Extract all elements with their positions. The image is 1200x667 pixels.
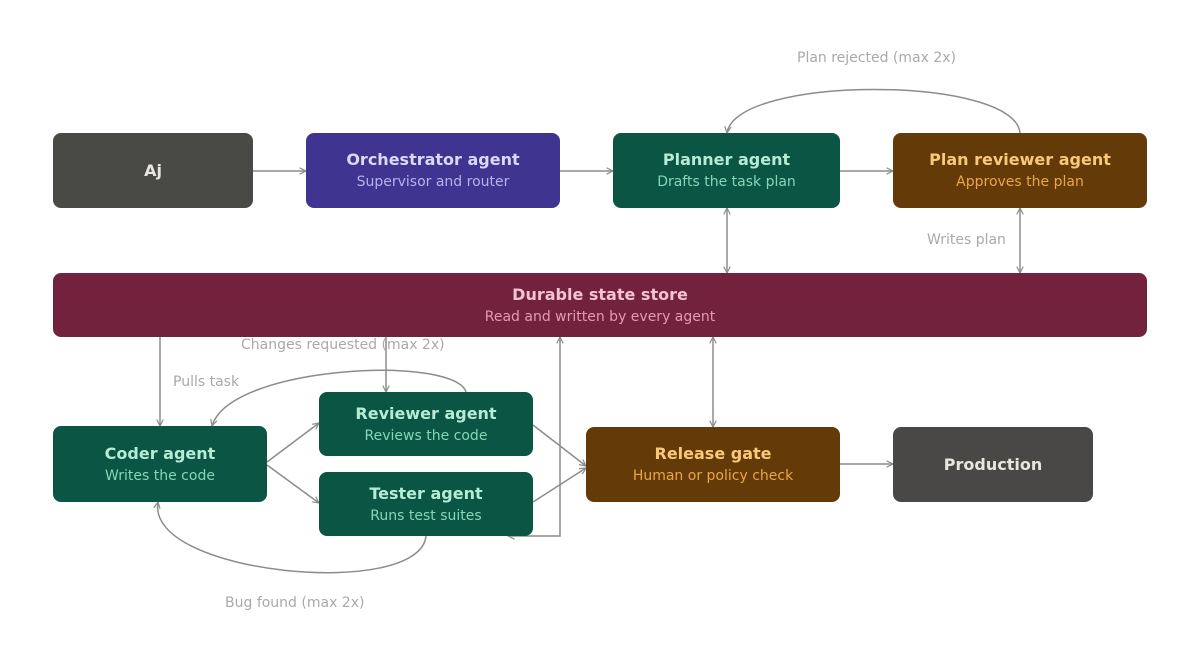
edge-label-bug-found: Bug found (max 2x) [225, 595, 365, 611]
node-plan-reviewer-title: Plan reviewer agent [929, 150, 1111, 169]
edge-label-writes-plan: Writes plan [927, 232, 1006, 248]
node-orchestrator-title: Orchestrator agent [346, 150, 520, 169]
node-plan-reviewer-subtitle: Approves the plan [956, 174, 1084, 190]
node-state-store-title: Durable state store [512, 284, 688, 304]
node-reviewer-subtitle: Reviews the code [364, 427, 488, 444]
node-user-title: Aj [144, 161, 162, 180]
node-release-gate-title: Release gate [654, 444, 772, 463]
node-plan-reviewer[interactable]: Plan reviewer agent Approves the plan [893, 133, 1147, 208]
node-planner-subtitle: Drafts the task plan [657, 174, 796, 190]
edge-changes-requested-loop [212, 369, 467, 426]
node-production[interactable]: Production [893, 427, 1093, 502]
node-coder-subtitle: Writes the code [105, 467, 215, 484]
node-orchestrator[interactable]: Orchestrator agent Supervisor and router [306, 133, 560, 208]
node-tester[interactable]: Tester agent Runs test suites [319, 472, 533, 536]
edge-label-pulls-task: Pulls task [173, 374, 240, 390]
node-user[interactable]: Aj [53, 133, 253, 208]
node-tester-title: Tester agent [369, 483, 483, 503]
node-release-gate-subtitle: Human or policy check [632, 468, 794, 484]
node-orchestrator-subtitle: Supervisor and router [356, 174, 510, 190]
edge-plan-rejected-loop [727, 88, 1021, 134]
edge-tester-to-state-store [508, 337, 560, 536]
node-coder[interactable]: Coder agent Writes the code [53, 426, 267, 502]
edge-label-changes-requested: Changes requested (max 2x) [241, 337, 445, 353]
node-state-store[interactable]: Durable state store Read and written by … [53, 273, 1147, 337]
node-state-store-subtitle: Read and written by every agent [484, 308, 716, 325]
node-production-title: Production [943, 455, 1043, 474]
node-planner-title: Planner agent [662, 150, 791, 169]
edge-label-plan-rejected: Plan rejected (max 2x) [797, 50, 957, 66]
node-planner[interactable]: Planner agent Drafts the task plan [613, 133, 840, 208]
node-coder-title: Coder agent [104, 443, 216, 463]
node-tester-subtitle: Runs test suites [370, 507, 482, 524]
node-reviewer[interactable]: Reviewer agent Reviews the code [319, 392, 533, 456]
node-reviewer-title: Reviewer agent [355, 403, 497, 423]
edge-coder-to-reviewer [266, 423, 319, 463]
edge-coder-to-tester [266, 464, 319, 503]
edge-bug-found-loop [158, 502, 427, 574]
node-release-gate[interactable]: Release gate Human or policy check [586, 427, 840, 502]
